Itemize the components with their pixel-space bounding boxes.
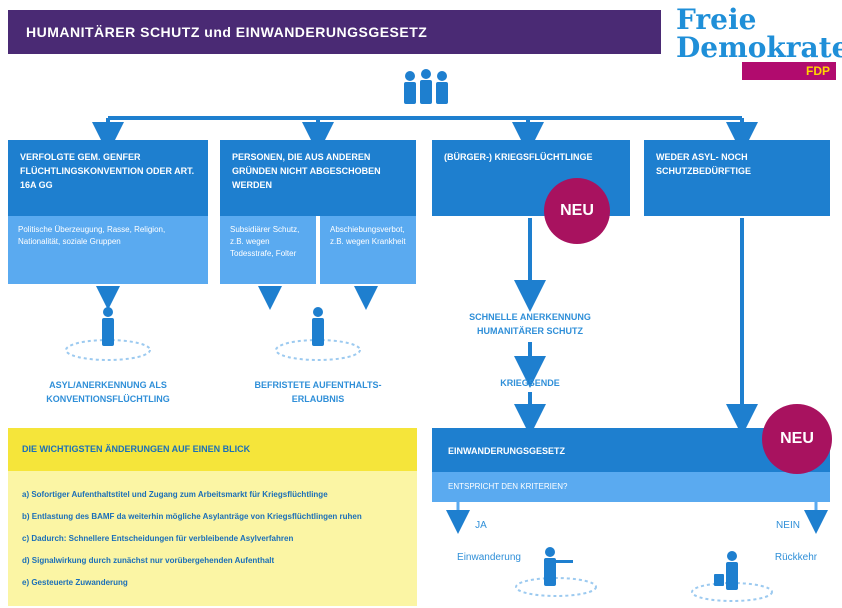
summary-item: e) Gesteuerte Zuwanderung <box>22 578 128 587</box>
logo-demokraten: Demokraten <box>676 31 842 64</box>
person-pointing-icon <box>544 547 573 586</box>
summary-item: d) Signalwirkung durch zunächst nur vorü… <box>22 556 275 565</box>
summary-item: c) Dadurch: Schnellere Entscheidungen fü… <box>22 534 294 543</box>
person-suitcase-icon <box>714 551 738 590</box>
result-rueckkehr: Rückkehr <box>774 552 818 563</box>
category-weder-asyl: WEDER ASYL- NOCH SCHUTZBEDÜRFTIGE <box>644 140 830 216</box>
page-title: HUMANITÄRER SCHUTZ und EINWANDERUNGSGESE… <box>8 10 661 54</box>
result-einwanderung: Einwanderung <box>457 552 521 563</box>
logo-freie: Freie <box>676 3 757 36</box>
category-konvention: VERFOLGTE GEM. GENFER FLÜCHTLINGSKONVENT… <box>8 140 208 216</box>
category-konvention-detail: Politische Überzeugung, Rasse, Religion,… <box>8 216 208 284</box>
answer-yes: JA <box>475 520 487 531</box>
answer-no: NEIN <box>776 520 800 531</box>
neu-badge-einwanderungsgesetz: NEU <box>762 404 832 474</box>
summary-heading: DIE WICHTIGSTEN ÄNDERUNGEN AUF EINEN BLI… <box>8 428 417 471</box>
outcome-asyl: ASYL/ANERKENNUNG ALS KONVENTIONSFLÜCHTLI… <box>46 380 170 404</box>
outcome-befristet: BEFRISTETE AUFENTHALTS-ERLAUBNIS <box>254 380 382 404</box>
logo-fdp: FDP <box>742 62 836 80</box>
person-icon <box>312 307 324 346</box>
neu-badge-kriegsfluechtlinge: NEU <box>544 178 610 244</box>
category-subsidiaer-detail: Subsidiärer Schutz, z.B. wegen Todesstra… <box>220 216 316 284</box>
outcome-schnelle-anerkennung: SCHNELLE ANERKENNUNG HUMANITÄRER SCHUTZ <box>469 312 591 336</box>
summary-panel <box>8 471 417 606</box>
summary-item: a) Sofortiger Aufenthaltstitel und Zugan… <box>22 490 328 499</box>
category-abschiebungsverbot-detail: Abschiebungsverbot, z.B. wegen Krankheit <box>320 216 416 284</box>
einwanderungsgesetz-criteria: ENTSPRICHT DEN KRITERIEN? <box>432 472 830 502</box>
person-icon <box>102 307 114 346</box>
outcome-kriegsende: KRIEGSENDE <box>500 378 560 388</box>
category-nicht-abgeschoben: PERSONEN, DIE AUS ANDEREN GRÜNDEN NICHT … <box>220 140 416 216</box>
summary-item: b) Entlastung des BAMF da weiterhin mögl… <box>22 512 362 521</box>
